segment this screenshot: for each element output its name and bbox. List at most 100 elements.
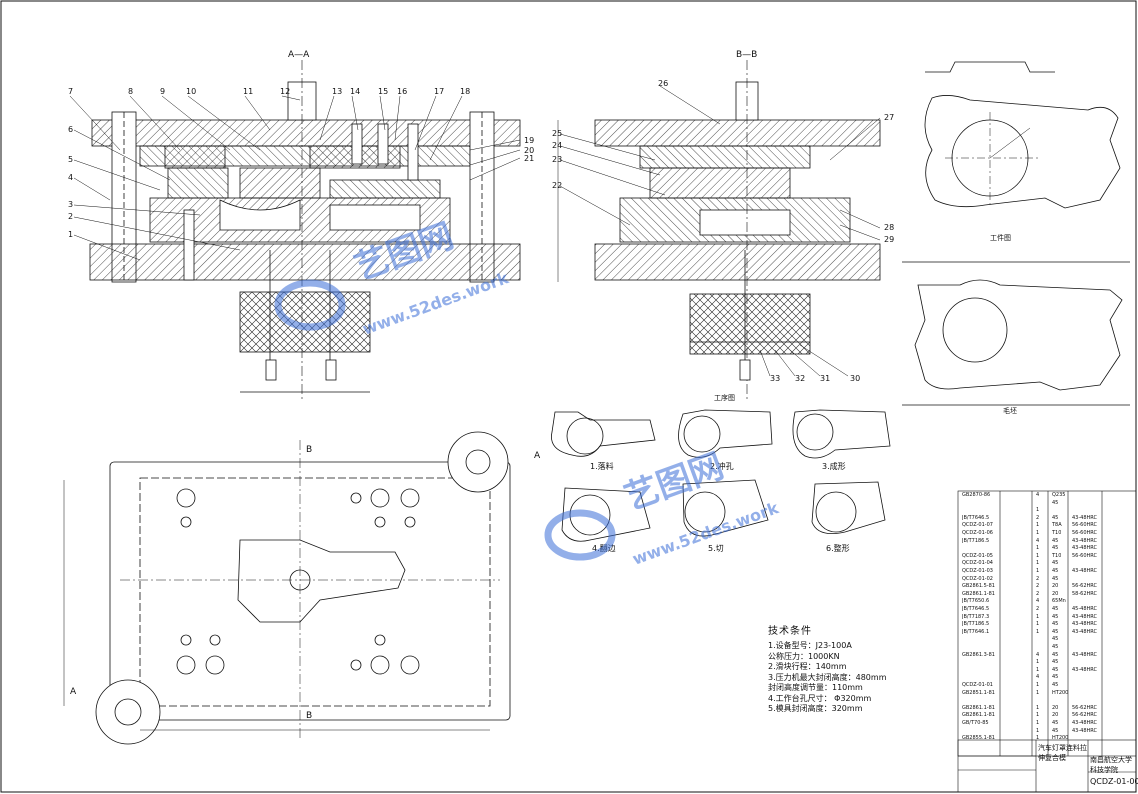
callout: 23 xyxy=(552,155,563,164)
callout: 13 xyxy=(332,87,343,96)
bom-table xyxy=(957,490,1137,757)
bom-cell: 45 xyxy=(1052,560,1059,567)
bom-cell: 45-48HRC xyxy=(1072,606,1098,612)
bom-cell: 56-60HRC xyxy=(1072,522,1098,529)
bom-cell: 43-48HRC xyxy=(1072,537,1098,544)
section-aa-title: A—A xyxy=(288,50,310,60)
callout: 31 xyxy=(820,374,831,383)
bom-cell: 1 xyxy=(1036,682,1040,688)
drawing-number: QCDZ-01-00 xyxy=(1090,777,1138,786)
bom-cell: 1 xyxy=(1036,507,1040,514)
bom-cell: QCDZ-01-01 xyxy=(962,682,993,688)
section-bb-title: B—B xyxy=(736,50,758,60)
bom-cell: T10 xyxy=(1052,552,1062,559)
bom-cell: JB/T7186.5 xyxy=(962,537,990,544)
tech-line: 公称压力：1000KN xyxy=(768,651,840,661)
callout: 6 xyxy=(68,125,74,134)
callout: 10 xyxy=(186,87,197,96)
section-bb-view xyxy=(559,60,881,400)
bom-cell: T8A xyxy=(1052,522,1062,529)
bom-cell: GB2861.1-81 xyxy=(962,704,995,711)
callout: 17 xyxy=(434,87,445,96)
tech-line: 4.工作台孔尺寸： Φ320mm xyxy=(768,693,872,703)
blank-caption: 毛坯 xyxy=(1003,407,1017,415)
bom-cell: 45 xyxy=(1052,613,1059,620)
bom-cell: JB/T7646.5 xyxy=(962,606,990,612)
bom-row: 45 xyxy=(960,643,1136,651)
callout: 24 xyxy=(552,141,563,150)
bom-cell: 2 xyxy=(1036,575,1040,582)
tech-conditions: 技术条件 1.设备型号：J23-100A 公称压力：1000KN 2.滑块行程：… xyxy=(768,622,948,715)
bom-cell: 20 xyxy=(1052,583,1059,590)
step-label: 2.冲孔 xyxy=(710,462,734,471)
bom-cell: 4 xyxy=(1036,674,1040,681)
bom-cell: 56-62HRC xyxy=(1072,704,1098,711)
bom-row: 1 xyxy=(960,506,1136,514)
bom-cell: GB2861.3-81 xyxy=(962,651,995,658)
bom-cell: 2 xyxy=(1036,583,1040,590)
bom-cell: 45 xyxy=(1052,621,1059,628)
bom-cell: 43-48HRC xyxy=(1072,514,1098,521)
bom-cell: 20 xyxy=(1052,590,1059,597)
callout: 12 xyxy=(280,87,291,96)
bom-cell: HT200 xyxy=(1052,689,1069,696)
callout: 22 xyxy=(552,181,563,190)
blank-view xyxy=(902,261,1130,406)
bom-cell: 43-48HRC xyxy=(1072,651,1098,658)
bom-cell: GB2861.5-81 xyxy=(962,583,995,590)
bom-cell: JB/T7187.3 xyxy=(962,613,990,620)
callout: 4 xyxy=(68,173,74,182)
tech-line: 封闭高度调节量：110mm xyxy=(768,683,863,692)
bom-cell: 45 xyxy=(1052,545,1059,552)
step-label: 6.整形 xyxy=(826,544,850,553)
process-steps-view xyxy=(551,409,891,542)
bom-cell: 45 xyxy=(1052,514,1059,521)
bom-cell: 45 xyxy=(1052,720,1059,726)
bom-cell: 1 xyxy=(1036,712,1040,719)
bom-cell: 20 xyxy=(1052,704,1059,711)
callout: 19 xyxy=(524,136,535,145)
bom-cell: 45 xyxy=(1052,628,1059,635)
bom-cell: 43-48HRC xyxy=(1072,545,1098,552)
callout: 15 xyxy=(378,87,389,96)
bom-cell: 1 xyxy=(1036,704,1040,711)
bom-cell: QCDZ-01-04 xyxy=(962,560,993,567)
callout: 28 xyxy=(884,223,895,232)
callout: 33 xyxy=(770,374,781,383)
callout: 7 xyxy=(68,87,74,96)
bom-cell: 45 xyxy=(1052,568,1059,574)
section-mark: B xyxy=(306,711,313,721)
bom-cell: 45 xyxy=(1052,606,1059,612)
bom-row: QCDZ-01-04 1 45 xyxy=(960,559,1136,567)
callout: 9 xyxy=(160,87,166,96)
bom-cell: 45 xyxy=(1052,727,1059,734)
bom-cell: QCDZ-01-02 xyxy=(962,575,993,582)
bom-cell: 43-48HRC xyxy=(1072,621,1098,628)
bom-cell: JB/T7650.6 xyxy=(962,598,990,605)
bom-cell: 45 xyxy=(1052,651,1059,658)
bom-cell: JB/T7186.5 xyxy=(962,621,990,628)
section-mark: A xyxy=(534,451,541,461)
bom-cell: 2 xyxy=(1036,590,1040,597)
bom-cell: 4 xyxy=(1036,651,1040,658)
bom-cell: 56-62HRC xyxy=(1072,583,1098,590)
bom-cell: 20 xyxy=(1052,712,1059,719)
callout: 18 xyxy=(460,87,471,96)
bom-cell: 1 xyxy=(1036,560,1040,567)
bom-cell: 56-60HRC xyxy=(1072,552,1098,559)
part-name-2: 伸复合模 xyxy=(1038,754,1066,762)
workpiece-caption: 工件图 xyxy=(990,234,1011,242)
bom-cell: 56-60HRC xyxy=(1072,530,1098,536)
